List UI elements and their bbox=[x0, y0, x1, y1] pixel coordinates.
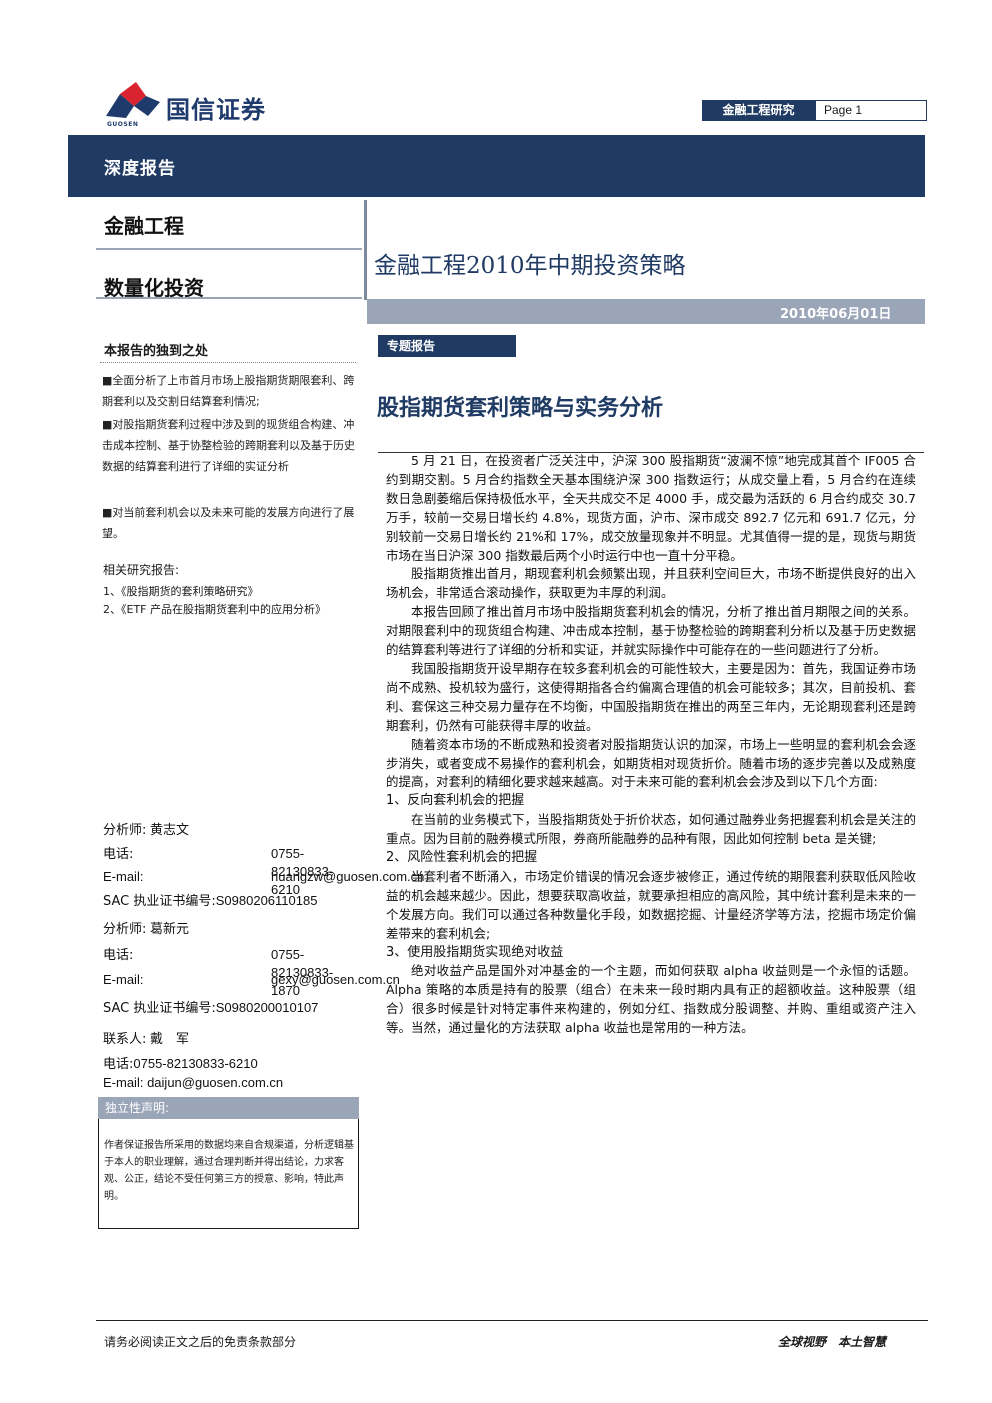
date-bar bbox=[367, 299, 925, 324]
sac-label: SAC 执业证书编号: bbox=[103, 894, 216, 909]
report-type-band bbox=[68, 135, 925, 197]
divider bbox=[96, 1320, 928, 1321]
article-paragraph: 5 月 21 日，在投资者广泛关注中，沪深 300 股指期货“波澜不惊”地完成其… bbox=[386, 453, 916, 563]
analyst-1-phone-row: 电话: 0755-82130833-6210 bbox=[103, 845, 359, 897]
email-link[interactable]: daijun@guosen.com.cn bbox=[147, 1075, 284, 1090]
phone-label: 电话: bbox=[103, 948, 134, 963]
sac-number: S0980200010107 bbox=[215, 1000, 319, 1015]
analyst-2-email-row: E-mail: gexy@guosen.com.cn bbox=[103, 971, 400, 989]
contact-phone-row: 电话:0755-82130833-6210 bbox=[103, 1055, 258, 1074]
declaration-box bbox=[98, 1119, 359, 1229]
email-link[interactable]: gexy@guosen.com.cn bbox=[271, 972, 400, 987]
report-date: 2010年06月01日 bbox=[780, 307, 892, 322]
section-label: 金融工程研究 bbox=[702, 100, 815, 121]
company-name-en: GUOSEN bbox=[107, 121, 139, 128]
article-title: 股指期货套利策略与实务分析 bbox=[377, 395, 664, 421]
phone-value: 0755-82130833-6210 bbox=[271, 846, 334, 897]
related-reports-title: 相关研究报告: bbox=[103, 563, 180, 577]
page-number: Page 1 bbox=[815, 100, 927, 121]
analyst-role-label: 分析师: bbox=[103, 922, 147, 937]
phone-label: 电话: bbox=[103, 847, 134, 862]
divider bbox=[96, 297, 362, 299]
analyst-2-sac-row: SAC 执业证书编号:S0980200010107 bbox=[103, 999, 318, 1018]
contact-role-label: 联系人: bbox=[103, 1032, 147, 1047]
divider bbox=[364, 200, 367, 300]
sac-label: SAC 执业证书编号: bbox=[103, 1001, 216, 1016]
section-heading: 3、使用股指期货实现绝对收益 bbox=[386, 944, 564, 960]
article-paragraph: 在当前的业务模式下，当股指期货处于折价状态，如何通过融券业务把握套利机会是关注的… bbox=[386, 812, 916, 847]
article-paragraph: 当套利者不断涌入，市场定价错误的情况会逐步被修正，通过传统的期限套利获取低风险收… bbox=[386, 868, 916, 941]
article-paragraph: 随着资本市场的不断成熟和投资者对股指期货认识的加深，市场上一些明显的套利机会会逐… bbox=[386, 736, 916, 790]
declaration-title: 独立性声明: bbox=[98, 1097, 359, 1119]
topic-tag: 专题报告 bbox=[378, 335, 516, 357]
analyst-name: 黄志文 bbox=[150, 823, 190, 838]
analyst-1-sac-row: SAC 执业证书编号:S0980206110185 bbox=[103, 892, 317, 911]
article-body: 5 月 21 日，在投资者广泛关注中，沪深 300 股指期货“波澜不惊”地完成其… bbox=[386, 452, 916, 1038]
footer-slogan: 全球视野 本土智慧 bbox=[778, 1335, 887, 1349]
article-paragraph: 绝对收益产品是国外对冲基金的一个主题，而如何获取 alpha 收益则是一个永恒的… bbox=[386, 963, 916, 1036]
divider bbox=[378, 452, 924, 453]
email-label: E-mail: bbox=[103, 869, 144, 884]
analyst-2-phone-row: 电话: 0755-82130833-1870 bbox=[103, 946, 359, 998]
analyst-1-name-row: 分析师: 黄志文 bbox=[103, 821, 189, 840]
analyst-2-name-row: 分析师: 葛新元 bbox=[103, 920, 189, 939]
contact-name-row: 联系人: 戴 军 bbox=[103, 1030, 189, 1049]
article-paragraph: 股指期货推出首月，期现套利机会频繁出现，并且获利空间巨大，市场不断提供良好的出入… bbox=[386, 566, 916, 601]
highlight-item: ■对当前套利机会以及未来可能的发展方向进行了展望。 bbox=[102, 506, 355, 540]
guosen-logo-icon bbox=[106, 82, 160, 118]
report-main-title: 金融工程2010年中期投资策略 bbox=[374, 253, 686, 279]
analyst-role-label: 分析师: bbox=[103, 823, 147, 838]
email-link[interactable]: huangzw@guosen.com.cn bbox=[271, 869, 425, 884]
footer-disclaimer: 请务必阅读正文之后的免责条款部分 bbox=[104, 1335, 297, 1349]
analyst-1-email-row: E-mail: huangzw@guosen.com.cn bbox=[103, 868, 424, 886]
article-paragraph: 本报告回顾了推出首月市场中股指期货套利机会的情况，分析了推出首月期限之间的关系。… bbox=[386, 604, 916, 658]
section-heading: 1、反向套利机会的把握 bbox=[386, 793, 525, 809]
company-name: 国信证券 bbox=[166, 96, 266, 124]
report-type: 深度报告 bbox=[104, 159, 176, 179]
highlights-title: 本报告的独到之处 bbox=[104, 344, 209, 359]
category-primary: 金融工程 bbox=[104, 214, 184, 238]
phone-value: 0755-82130833-6210 bbox=[133, 1056, 258, 1071]
divider bbox=[96, 248, 362, 250]
highlight-item: ■全面分析了上市首月市场上股指期货期限套利、跨期套利以及交割日结算套利情况; bbox=[102, 374, 355, 408]
contact-email-row: E-mail: daijun@guosen.com.cn bbox=[103, 1074, 283, 1092]
email-label: E-mail: bbox=[103, 972, 144, 987]
declaration-text: 作者保证报告所采用的数据均来自合规渠道，分析逻辑基于本人的职业理解，通过合理判断… bbox=[104, 1140, 354, 1202]
category-secondary: 数量化投资 bbox=[104, 276, 204, 300]
divider bbox=[100, 362, 356, 363]
highlight-item: ■对股指期货套利过程中涉及到的现货组合构建、冲击成本控制、基于协整检验的跨期套利… bbox=[102, 418, 355, 473]
phone-label: 电话: bbox=[103, 1057, 134, 1072]
analyst-name: 葛新元 bbox=[150, 922, 190, 937]
phone-value: 0755-82130833-1870 bbox=[271, 947, 334, 998]
section-heading: 2、风险性套利机会的把握 bbox=[386, 850, 538, 866]
email-label: E-mail: bbox=[103, 1075, 144, 1090]
article-paragraph: 我国股指期货开设早期存在较多套利机会的可能性较大，主要是因为：首先，我国证券市场… bbox=[386, 660, 916, 733]
contact-name: 戴 军 bbox=[150, 1032, 190, 1047]
related-report-link[interactable]: 1、《股指期货的套利策略研究》 bbox=[103, 585, 259, 598]
related-report-link[interactable]: 2、《ETF 产品在股指期货套利中的应用分析》 bbox=[103, 603, 326, 616]
sac-number: S0980206110185 bbox=[215, 893, 318, 908]
